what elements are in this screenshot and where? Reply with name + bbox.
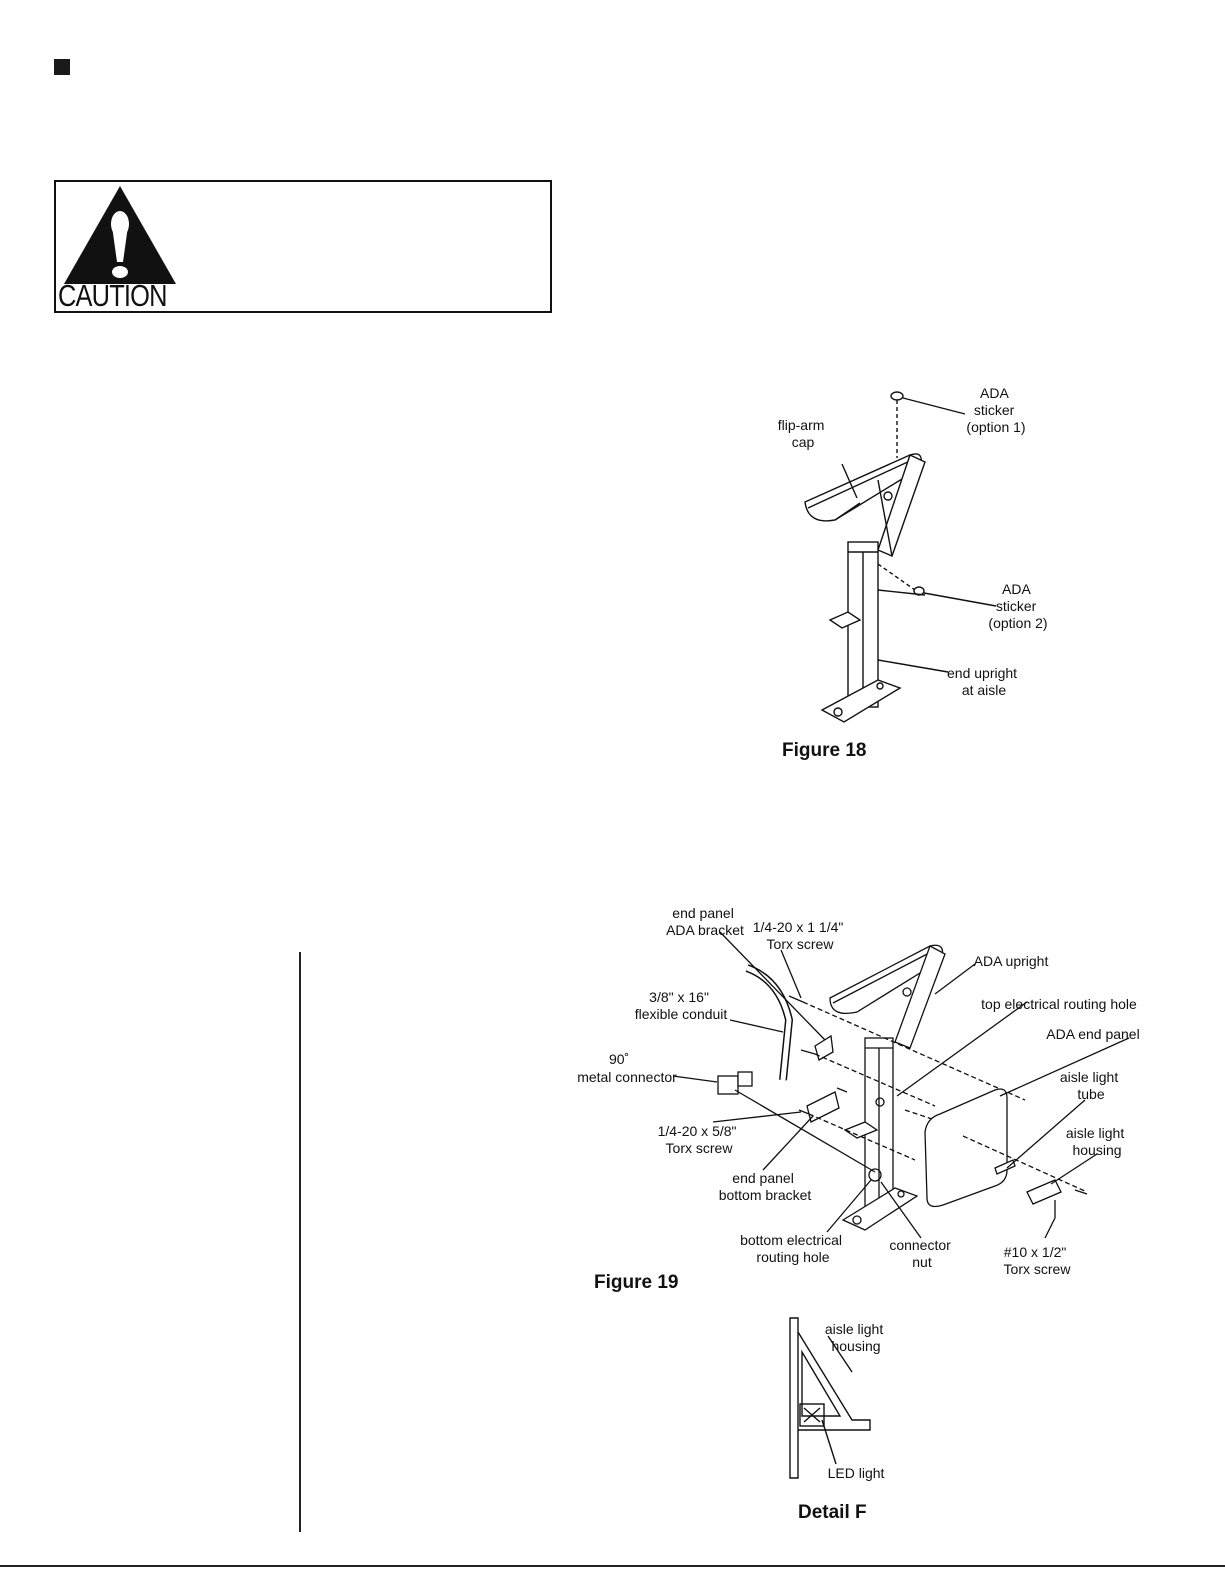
torx-screw-short-line1: 1/4-20 x 5/8" bbox=[658, 1123, 737, 1139]
svg-text:end upright at aisle: end upright at aisle bbox=[947, 665, 1021, 698]
svg-text:#10 x 1/2" Torx screw: #10 x 1/2" Torx screw bbox=[1004, 1244, 1072, 1277]
led-light-label: LED light bbox=[828, 1465, 885, 1481]
column-rule bbox=[299, 952, 301, 1532]
torx-screw-long-line1: 1/4-20 x 1 1/4" bbox=[753, 919, 844, 935]
aisle-light-tube-line1: aisle light bbox=[1060, 1069, 1118, 1085]
ada-sticker-1-part bbox=[890, 391, 904, 401]
detail-aisle-light-housing-line1: aisle light bbox=[825, 1321, 883, 1337]
torx-screw-long-line2: Torx screw bbox=[767, 936, 835, 952]
svg-text:connector nut: connector nut bbox=[889, 1237, 954, 1270]
svg-text:aisle light housing: aisle light housing bbox=[825, 1321, 887, 1354]
top-routing-hole-label: top electrical routing hole bbox=[981, 996, 1137, 1012]
bottom-routing-hole-line2: routing hole bbox=[756, 1249, 829, 1265]
ada-sticker-1-label-line2: sticker bbox=[974, 402, 1015, 418]
figure-19-caption: Figure 19 bbox=[594, 1272, 678, 1293]
svg-text:end panel bottom bracket: end panel bottom bracket bbox=[719, 1170, 812, 1203]
aisle-light-housing-line2: housing bbox=[1072, 1142, 1121, 1158]
caution-label: CAUTION bbox=[58, 278, 167, 313]
flip-arm-cap-label-line1: flip-arm bbox=[778, 417, 825, 433]
figure-18-caption: Figure 18 bbox=[782, 740, 866, 761]
torx-screw-10-line1: #10 x 1/2" bbox=[1004, 1244, 1067, 1260]
ada-end-panel-label: ADA end panel bbox=[1046, 1026, 1139, 1042]
end-panel-ada-bracket-line1: end panel bbox=[672, 905, 734, 921]
ada-sticker-1-label-line3: (option 1) bbox=[966, 419, 1025, 435]
connector-nut-line1: connector bbox=[889, 1237, 951, 1253]
ada-sticker-2-label-line1: ADA bbox=[1002, 581, 1031, 597]
caution-box: CAUTION bbox=[54, 180, 552, 313]
flexible-conduit-line2: flexible conduit bbox=[635, 1006, 728, 1022]
end-upright-label-line1: end upright bbox=[947, 665, 1017, 681]
svg-text:bottom electrical routing: bottom electrical routing hole bbox=[740, 1232, 846, 1265]
svg-text:90˚ metal connector: 90˚ metal connector bbox=[577, 1051, 677, 1085]
figure-18: ADA sticker (option 1) flip-arm cap ADA … bbox=[778, 385, 1048, 761]
svg-text:ADA sticker (option 1): ADA sticker (option 1) bbox=[966, 385, 1025, 435]
footer-rule bbox=[0, 1565, 1225, 1567]
ada-upright-label: ADA upright bbox=[974, 953, 1049, 969]
svg-text:1/4-20 x 5/8" Torx screw: 1/4-20 x 5/8" Torx screw bbox=[658, 1123, 741, 1156]
aisle-light-housing-line1: aisle light bbox=[1066, 1125, 1124, 1141]
detail-f: aisle light housing LED light Detail F bbox=[789, 1317, 887, 1523]
end-panel-bottom-bracket-line1: end panel bbox=[732, 1170, 794, 1186]
detail-aisle-light-housing-line2: housing bbox=[831, 1338, 880, 1354]
detail-f-caption: Detail F bbox=[798, 1502, 867, 1523]
svg-text:3/8" x 16" flexible condui: 3/8" x 16" flexible conduit bbox=[635, 989, 728, 1022]
ada-sticker-2-label-line3: (option 2) bbox=[988, 615, 1047, 631]
svg-text:flip-arm cap: flip-arm cap bbox=[778, 417, 829, 450]
end-panel-bottom-bracket-line2: bottom bracket bbox=[719, 1187, 812, 1203]
end-panel-ada-bracket-line2: ADA bracket bbox=[666, 922, 744, 938]
ada-sticker-2-label-line2: sticker bbox=[996, 598, 1037, 614]
end-upright-label-line2: at aisle bbox=[962, 682, 1007, 698]
aisle-light-tube-line2: tube bbox=[1077, 1086, 1104, 1102]
torx-screw-short-line2: Torx screw bbox=[666, 1140, 734, 1156]
connector-nut-line2: nut bbox=[912, 1254, 932, 1270]
svg-text:ADA sticker (option 2): ADA sticker (option 2) bbox=[988, 581, 1047, 631]
svg-text:1/4-20 x 1 1/4" Torx screw: 1/4-20 x 1 1/4" Torx screw bbox=[753, 919, 847, 952]
bottom-routing-hole-line1: bottom electrical bbox=[740, 1232, 842, 1248]
svg-text:end panel ADA bracket: end panel ADA bracket bbox=[666, 905, 744, 938]
torx-screw-10-line2: Torx screw bbox=[1004, 1261, 1072, 1277]
section-bullet bbox=[54, 59, 70, 75]
flip-arm-cap-label-line2: cap bbox=[792, 434, 815, 450]
ada-sticker-1-label-line1: ADA bbox=[980, 385, 1009, 401]
svg-text:aisle light housing: aisle light housing bbox=[1066, 1125, 1128, 1158]
flexible-conduit-line1: 3/8" x 16" bbox=[649, 989, 709, 1005]
exclamation-triangle-icon bbox=[64, 186, 176, 284]
svg-text:aisle light tube: aisle light tube bbox=[1060, 1069, 1122, 1102]
metal-connector-line2: metal connector bbox=[577, 1069, 677, 1085]
metal-connector-line1: 90˚ bbox=[609, 1051, 629, 1067]
figure-19: end panel ADA bracket 1/4-20 x 1 1/4" To… bbox=[577, 905, 1140, 1293]
